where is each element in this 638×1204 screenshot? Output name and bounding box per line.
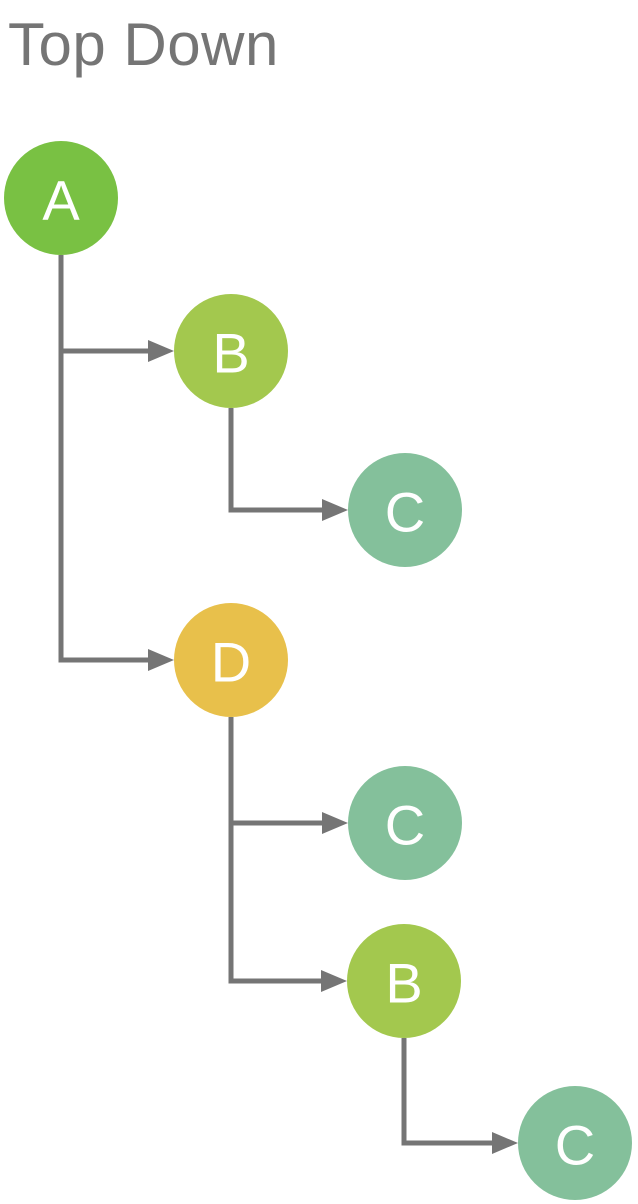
arrowhead-icon (322, 812, 348, 834)
arrowhead-icon (492, 1132, 518, 1154)
node-label: C (385, 481, 425, 544)
node-label: D (211, 631, 251, 694)
node-B2[interactable]: B (347, 924, 461, 1038)
node-A[interactable]: A (4, 141, 118, 255)
node-C1[interactable]: C (348, 453, 462, 567)
node-label: C (385, 794, 425, 857)
edge-D-B2 (228, 717, 347, 992)
edge-D-C2 (228, 717, 348, 834)
edge-connector-line (228, 717, 323, 984)
edge-connector-line (58, 255, 150, 354)
edge-B2-C3 (401, 1038, 518, 1154)
node-B1[interactable]: B (174, 294, 288, 408)
node-C2[interactable]: C (348, 766, 462, 880)
node-label: A (42, 169, 80, 232)
node-C3[interactable]: C (518, 1086, 632, 1200)
node-circle[interactable] (348, 453, 462, 567)
edge-A-B1 (58, 255, 174, 362)
arrowhead-icon (148, 340, 174, 362)
node-circle[interactable] (348, 766, 462, 880)
arrowhead-icon (148, 649, 174, 671)
node-label: B (385, 952, 422, 1015)
edge-connector-line (58, 255, 150, 663)
edge-connector-line (228, 717, 324, 826)
node-circle[interactable] (347, 924, 461, 1038)
diagram-title: Top Down (8, 11, 279, 78)
node-circle[interactable] (4, 141, 118, 255)
edge-connector-line (228, 408, 324, 513)
node-circle[interactable] (174, 603, 288, 717)
edge-A-D (58, 255, 174, 671)
node-D[interactable]: D (174, 603, 288, 717)
edge-connector-line (401, 1038, 494, 1146)
node-circle[interactable] (518, 1086, 632, 1200)
arrowhead-icon (321, 970, 347, 992)
arrowhead-icon (322, 499, 348, 521)
node-label: B (212, 322, 249, 385)
node-circle[interactable] (174, 294, 288, 408)
edge-B1-C1 (228, 408, 348, 521)
node-label: C (555, 1114, 595, 1177)
